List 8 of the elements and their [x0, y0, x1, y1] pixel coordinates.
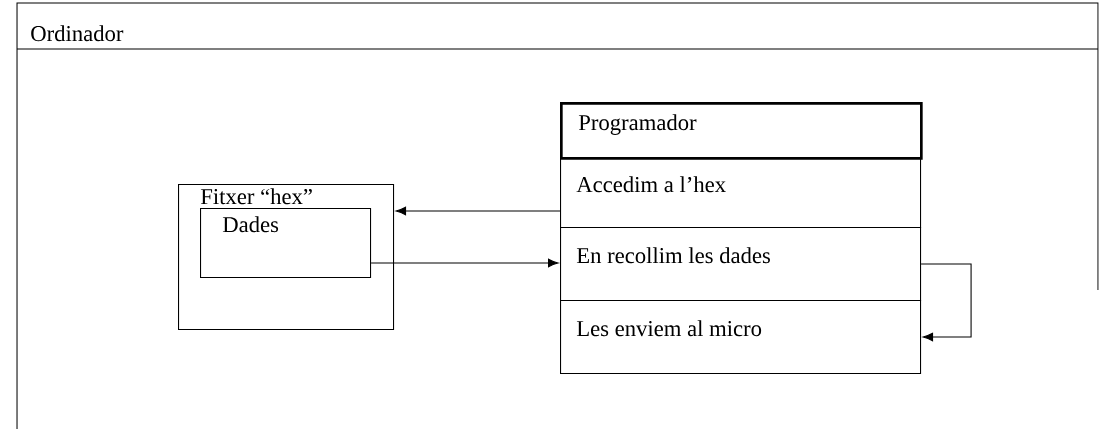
table-row: En recollim les dades	[560, 227, 922, 302]
data-box: Dades	[200, 208, 372, 279]
table-row: Accedim a l’hex	[560, 157, 922, 229]
arrow	[370, 258, 559, 268]
arrow	[395, 206, 561, 216]
header-cell: Programador	[560, 102, 923, 160]
table-row: Les enviem al micro	[560, 300, 922, 375]
arrow	[920, 263, 972, 342]
